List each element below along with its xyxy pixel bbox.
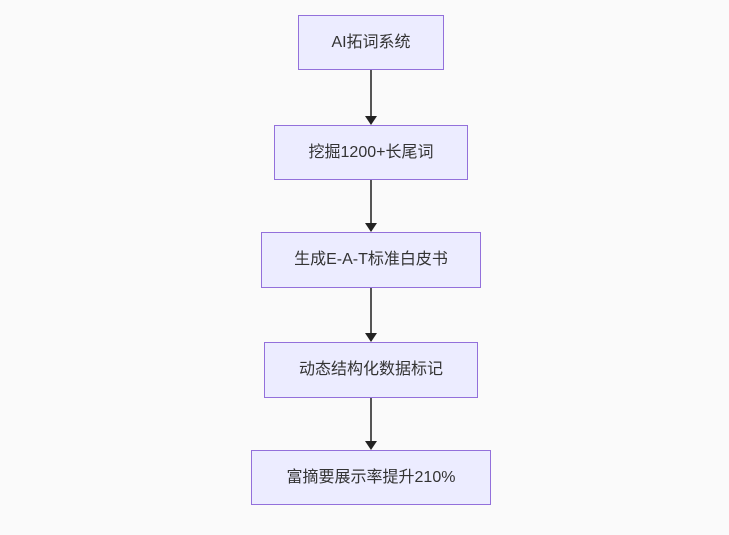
flow-node-label: 富摘要展示率提升210% <box>286 468 456 486</box>
arrowhead-down-icon <box>365 441 377 450</box>
flow-arrow-1 <box>364 70 378 125</box>
arrowhead-down-icon <box>365 223 377 232</box>
arrow-line <box>370 288 372 334</box>
arrow-line <box>370 398 372 442</box>
flow-node-eat-standard-whitepaper: 生成E-A-T标准白皮书 <box>261 232 481 288</box>
flow-node-label: AI拓词系统 <box>331 33 411 51</box>
flow-arrow-3 <box>364 288 378 342</box>
flow-node-longtail-keyword-mining: 挖掘1200+长尾词 <box>274 125 468 180</box>
arrow-line <box>370 70 372 117</box>
flow-node-label: 挖掘1200+长尾词 <box>308 143 434 161</box>
flow-node-label: 动态结构化数据标记 <box>298 361 443 379</box>
flow-arrow-4 <box>364 398 378 450</box>
flow-node-dynamic-structured-data-markup: 动态结构化数据标记 <box>264 342 478 398</box>
arrow-line <box>370 180 372 224</box>
arrowhead-down-icon <box>365 333 377 342</box>
arrowhead-down-icon <box>365 116 377 125</box>
flow-arrow-2 <box>364 180 378 232</box>
flow-node-rich-snippet-rate-increase: 富摘要展示率提升210% <box>251 450 491 505</box>
flow-node-ai-word-expansion-system: AI拓词系统 <box>298 15 444 70</box>
flow-node-label: 生成E-A-T标准白皮书 <box>294 251 448 269</box>
